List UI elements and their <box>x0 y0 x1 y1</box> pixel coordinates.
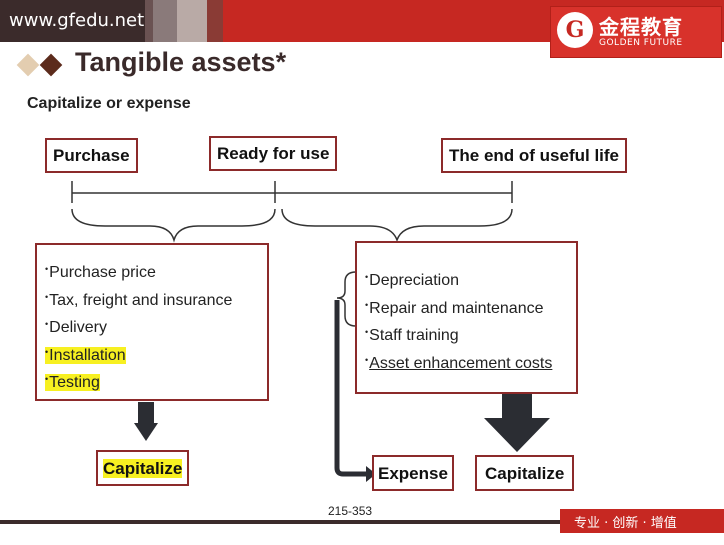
list-item: •Delivery <box>45 319 107 336</box>
site-url[interactable]: www.gfedu.net <box>9 10 145 31</box>
slogan-banner: 专业 · 创新 · 增值 <box>560 509 724 533</box>
slide-subtitle: Capitalize or expense <box>27 95 191 112</box>
list-item-highlighted: •Testing <box>45 374 100 391</box>
banner-stripe <box>207 0 223 42</box>
slide-title: Tangible assets* <box>75 47 287 77</box>
post-use-costs-box: •Depreciation •Repair and maintenance •S… <box>355 241 578 394</box>
footer-line <box>0 520 724 524</box>
left-arrow-shaft <box>138 402 154 423</box>
side-brace-icon <box>336 271 357 327</box>
page-number: 215-353 <box>328 504 373 518</box>
banner-stripe <box>145 0 153 42</box>
outcome-capitalize-left: Capitalize <box>96 450 190 486</box>
slogan-text: 专业 · 创新 · 增值 <box>574 516 677 531</box>
banner-stripe <box>153 0 177 42</box>
right-down-arrow-icon <box>484 418 550 452</box>
logo-mark-icon: G <box>557 12 593 48</box>
left-brace-icon <box>71 208 276 243</box>
stage-purchase: Purchase <box>45 138 138 173</box>
logo-name-en: GOLDEN FUTURE <box>599 38 683 48</box>
outcome-capitalize-right: Capitalize <box>475 455 575 491</box>
purchase-costs-box: •Purchase price •Tax, freight and insura… <box>35 243 269 401</box>
company-logo: G 金程教育 GOLDEN FUTURE <box>550 6 722 58</box>
list-item-underlined: •Asset enhancement costs <box>365 354 553 372</box>
url-block: www.gfedu.net <box>0 0 145 42</box>
right-brace-icon <box>281 208 513 243</box>
stage-end-of-life: The end of useful life <box>441 138 628 173</box>
list-item: •Depreciation <box>365 272 459 289</box>
logo-name-cn: 金程教育 <box>599 15 683 39</box>
list-item-highlighted: •Installation <box>45 346 126 364</box>
list-item: •Purchase price <box>45 264 156 281</box>
expense-arrow-icon <box>366 466 376 482</box>
outcome-expense: Expense <box>372 455 454 491</box>
stage-ready-for-use: Ready for use <box>209 136 338 171</box>
list-item: •Staff training <box>365 327 459 344</box>
list-item: •Repair and maintenance <box>365 299 544 317</box>
banner-stripe <box>177 0 207 42</box>
left-down-arrow-icon <box>134 423 158 441</box>
list-item: •Tax, freight and insurance <box>45 291 233 309</box>
expense-connector <box>334 300 368 477</box>
